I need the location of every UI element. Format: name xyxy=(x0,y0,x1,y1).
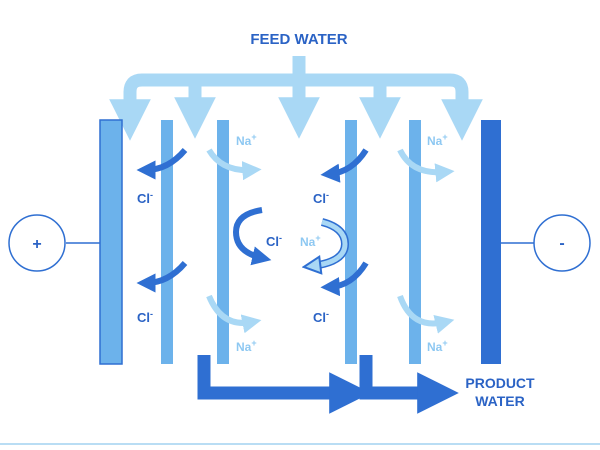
product-arrow-2 xyxy=(359,355,459,414)
na-label-center: Na+ xyxy=(300,233,321,249)
cl-label-1: Cl- xyxy=(137,190,153,206)
cl-arrow-3 xyxy=(320,148,369,183)
membrane-1 xyxy=(161,120,173,364)
anode-plate xyxy=(99,119,123,365)
na-label-2: Na+ xyxy=(236,338,257,354)
na-arrow-2 xyxy=(206,294,262,334)
cl-arrow-1 xyxy=(136,148,188,180)
product-arrow-1 xyxy=(197,355,371,414)
product-water-outflow xyxy=(197,355,459,414)
membrane-2 xyxy=(217,120,229,364)
na-label-1: Na+ xyxy=(236,132,257,148)
product-water-label-line1: PRODUCT xyxy=(465,375,535,391)
cathode-terminal xyxy=(501,214,591,272)
cl-arrow-2 xyxy=(136,261,188,293)
na-curved-arrow xyxy=(312,219,348,266)
feed-water-label: FEED WATER xyxy=(250,31,347,48)
feed-water-manifold xyxy=(109,56,483,141)
membrane-3 xyxy=(345,120,357,364)
cathode-sign: - xyxy=(559,235,564,252)
cl-label-center: Cl- xyxy=(266,233,282,249)
anode-terminal xyxy=(8,214,100,272)
cl-label-3: Cl- xyxy=(313,190,329,206)
cl-curved-arrow xyxy=(232,207,272,266)
na-arrow-3 xyxy=(397,148,455,183)
feed-header-pipe xyxy=(123,73,483,141)
na-arrow-1 xyxy=(206,148,262,181)
sodium-migration-arrows xyxy=(206,148,455,334)
chloride-migration-arrows xyxy=(136,148,369,297)
cl-arrow-4 xyxy=(320,261,369,297)
membrane-4 xyxy=(409,120,421,364)
product-water-label-line2: WATER xyxy=(475,393,525,409)
na-arrow-4 xyxy=(397,294,455,334)
na-label-4: Na+ xyxy=(427,338,448,354)
anode-sign: + xyxy=(32,236,41,253)
cathode-plate xyxy=(481,120,501,364)
cl-label-2: Cl- xyxy=(137,309,153,325)
cl-label-4: Cl- xyxy=(313,309,329,325)
na-label-3: Na+ xyxy=(427,132,448,148)
